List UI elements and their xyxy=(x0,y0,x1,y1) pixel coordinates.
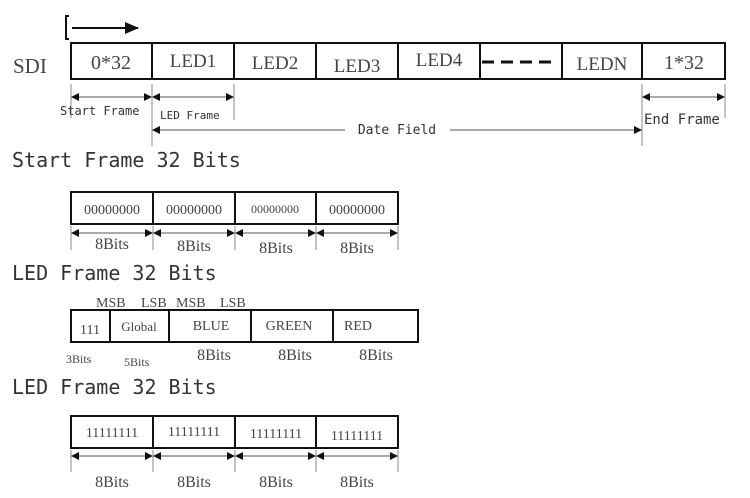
end-frame-byte-3: 11111111 xyxy=(250,427,302,442)
sdi-stream: 0*32 LED1 LED2 LED3 LED4 LEDN 1*32 xyxy=(70,42,726,80)
sdi-cell-start: 0*32 xyxy=(91,52,131,74)
annotation-end-frame: End Frame xyxy=(644,112,720,128)
led-frame-cell-red: RED xyxy=(344,319,372,334)
start-frame-title: Start Frame 32 Bits xyxy=(12,148,241,172)
start-frame-byte-4: 00000000 xyxy=(329,203,385,218)
sdi-cell-led3: LED3 xyxy=(334,56,380,77)
start-frame-block: 00000000 00000000 00000000 00000000 8Bit… xyxy=(70,191,399,257)
sdi-cell-ledn: LEDN xyxy=(577,54,628,75)
data-direction-arrow-icon xyxy=(65,15,139,40)
end-frame-width-4: 8Bits xyxy=(340,474,374,491)
led-frame-title: LED Frame 32 Bits xyxy=(12,261,217,285)
start-frame-byte-1: 00000000 xyxy=(84,203,140,218)
led-frame-width-global: 5Bits xyxy=(124,355,150,369)
end-frame-width-3: 8Bits xyxy=(259,474,293,491)
led-frame-block: MSB LSB MSB LSB 111 Global BLUE GREEN RE… xyxy=(66,296,419,369)
start-frame-byte-3: 00000000 xyxy=(251,202,299,216)
led-frame-width-header: 3Bits xyxy=(66,352,92,366)
marker-msb-blue: MSB xyxy=(176,296,206,311)
start-frame-byte-2: 00000000 xyxy=(166,203,222,218)
end-frame-title: LED Frame 32 Bits xyxy=(12,375,217,399)
sdi-cell-led2: LED2 xyxy=(252,53,298,74)
annotation-led-frame: LED Frame xyxy=(160,109,220,122)
marker-lsb-blue: LSB xyxy=(220,296,246,311)
end-frame-width-1: 8Bits xyxy=(95,474,129,491)
end-frame-byte-4: 11111111 xyxy=(331,429,383,444)
led-frame-width-blue: 8Bits xyxy=(197,347,231,364)
start-frame-width-4: 8Bits xyxy=(340,240,374,257)
end-frame-byte-2: 11111111 xyxy=(168,425,220,440)
led-frame-width-red: 8Bits xyxy=(359,347,393,364)
sdi-cell-led1: LED1 xyxy=(170,51,216,72)
start-frame-width-3: 8Bits xyxy=(259,240,293,257)
end-frame-byte-1: 11111111 xyxy=(86,426,138,441)
led-frame-cell-header: 111 xyxy=(80,323,100,338)
sdi-cell-led4: LED4 xyxy=(416,50,463,71)
start-frame-width-1: 8Bits xyxy=(95,236,129,253)
marker-msb-global: MSB xyxy=(96,296,126,311)
end-frame-width-2: 8Bits xyxy=(177,474,211,491)
led-frame-cell-global: Global xyxy=(121,319,157,334)
sdi-annotations: Start Frame LED Frame Date Field End Fra… xyxy=(60,84,726,146)
end-frame-block: 11111111 11111111 11111111 11111111 8Bit… xyxy=(70,415,399,491)
led-frame-cell-green: GREEN xyxy=(266,319,313,334)
annotation-data-field: Date Field xyxy=(358,123,436,138)
marker-lsb-global: LSB xyxy=(141,296,167,311)
sdi-label: SDI xyxy=(13,54,47,78)
led-frame-cell-blue: BLUE xyxy=(193,319,230,334)
sdi-cell-end: 1*32 xyxy=(664,52,704,74)
led-frame-width-green: 8Bits xyxy=(278,347,312,364)
annotation-start-frame: Start Frame xyxy=(60,104,139,118)
start-frame-width-2: 8Bits xyxy=(177,238,211,255)
